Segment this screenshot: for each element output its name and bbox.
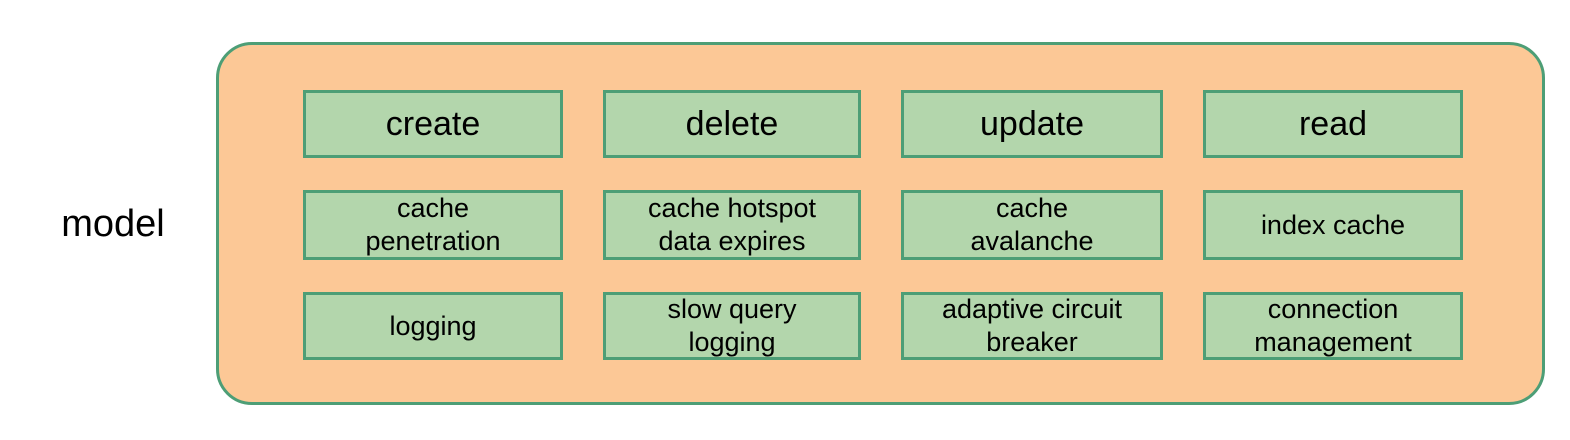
node-box[interactable]: delete (603, 90, 861, 158)
node-label: update (980, 105, 1084, 143)
node-label: cache avalanche (970, 193, 1094, 256)
node-box[interactable]: create (303, 90, 563, 158)
node-label: logging (389, 310, 477, 341)
node-box[interactable]: update (901, 90, 1163, 158)
node-box[interactable]: read (1203, 90, 1463, 158)
node-label: connection management (1254, 294, 1412, 357)
node-label: cache hotspot data expires (647, 193, 817, 256)
node-label: index cache (1260, 209, 1406, 240)
node-box[interactable]: cache penetration (303, 190, 563, 260)
node-box[interactable]: cache hotspot data expires (603, 190, 861, 260)
node-grid: create delete update read cache penetrat… (303, 90, 1463, 361)
node-box[interactable]: index cache (1203, 190, 1463, 260)
model-group-container: create delete update read cache penetrat… (216, 42, 1545, 405)
node-label: delete (685, 105, 779, 143)
node-box[interactable]: adaptive circuit breaker (901, 292, 1163, 360)
node-label: adaptive circuit breaker (941, 294, 1123, 357)
group-label-model: model (61, 203, 165, 245)
node-label: slow query logging (667, 294, 797, 357)
node-box[interactable]: logging (303, 292, 563, 360)
node-label: read (1298, 105, 1368, 143)
node-box[interactable]: slow query logging (603, 292, 861, 360)
node-box[interactable]: cache avalanche (901, 190, 1163, 260)
node-label: cache penetration (365, 193, 501, 256)
node-label: create (385, 105, 481, 143)
node-box[interactable]: connection management (1203, 292, 1463, 360)
